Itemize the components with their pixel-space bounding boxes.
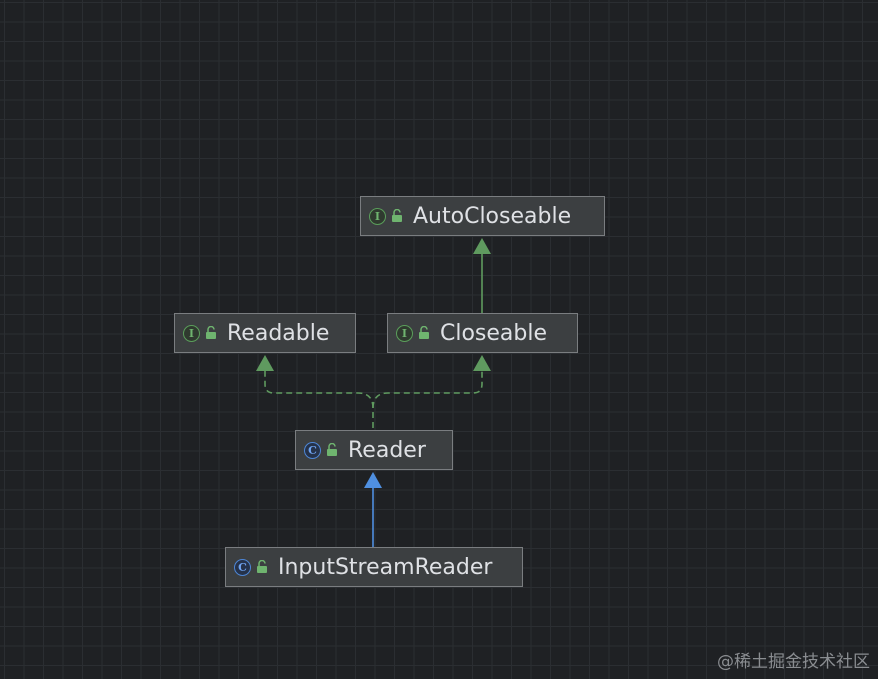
node-label: Closeable: [440, 320, 548, 346]
node-closeable[interactable]: I Closeable: [387, 313, 578, 353]
unlocked-lock-icon: [206, 326, 216, 339]
node-inputstreamreader[interactable]: C InputStreamReader: [225, 547, 523, 587]
arrowhead-reader: [364, 472, 382, 488]
node-readable[interactable]: I Readable: [174, 313, 356, 353]
interface-icon: I: [369, 207, 386, 225]
arrowhead-readable: [256, 355, 274, 371]
class-icon: C: [234, 558, 251, 576]
arrowhead-closeable: [473, 355, 491, 371]
node-label: AutoCloseable: [413, 203, 572, 229]
unlocked-lock-icon: [327, 443, 337, 456]
interface-icon: I: [183, 324, 200, 342]
unlocked-lock-icon: [419, 326, 429, 339]
interface-icon: I: [396, 324, 413, 342]
class-icon: C: [304, 441, 321, 459]
node-reader[interactable]: C Reader: [295, 430, 453, 470]
node-label: InputStreamReader: [278, 554, 493, 580]
node-label: Readable: [227, 320, 330, 346]
node-autocloseable[interactable]: I AutoCloseable: [360, 196, 605, 236]
watermark: @稀土掘金技术社区: [717, 652, 870, 672]
arrowhead-autocloseable: [473, 238, 491, 254]
unlocked-lock-icon: [257, 560, 267, 573]
edge-reader-readable: [264, 371, 374, 428]
edge-reader-closeable: [372, 371, 483, 409]
unlocked-lock-icon: [392, 209, 402, 222]
node-label: Reader: [348, 437, 426, 463]
